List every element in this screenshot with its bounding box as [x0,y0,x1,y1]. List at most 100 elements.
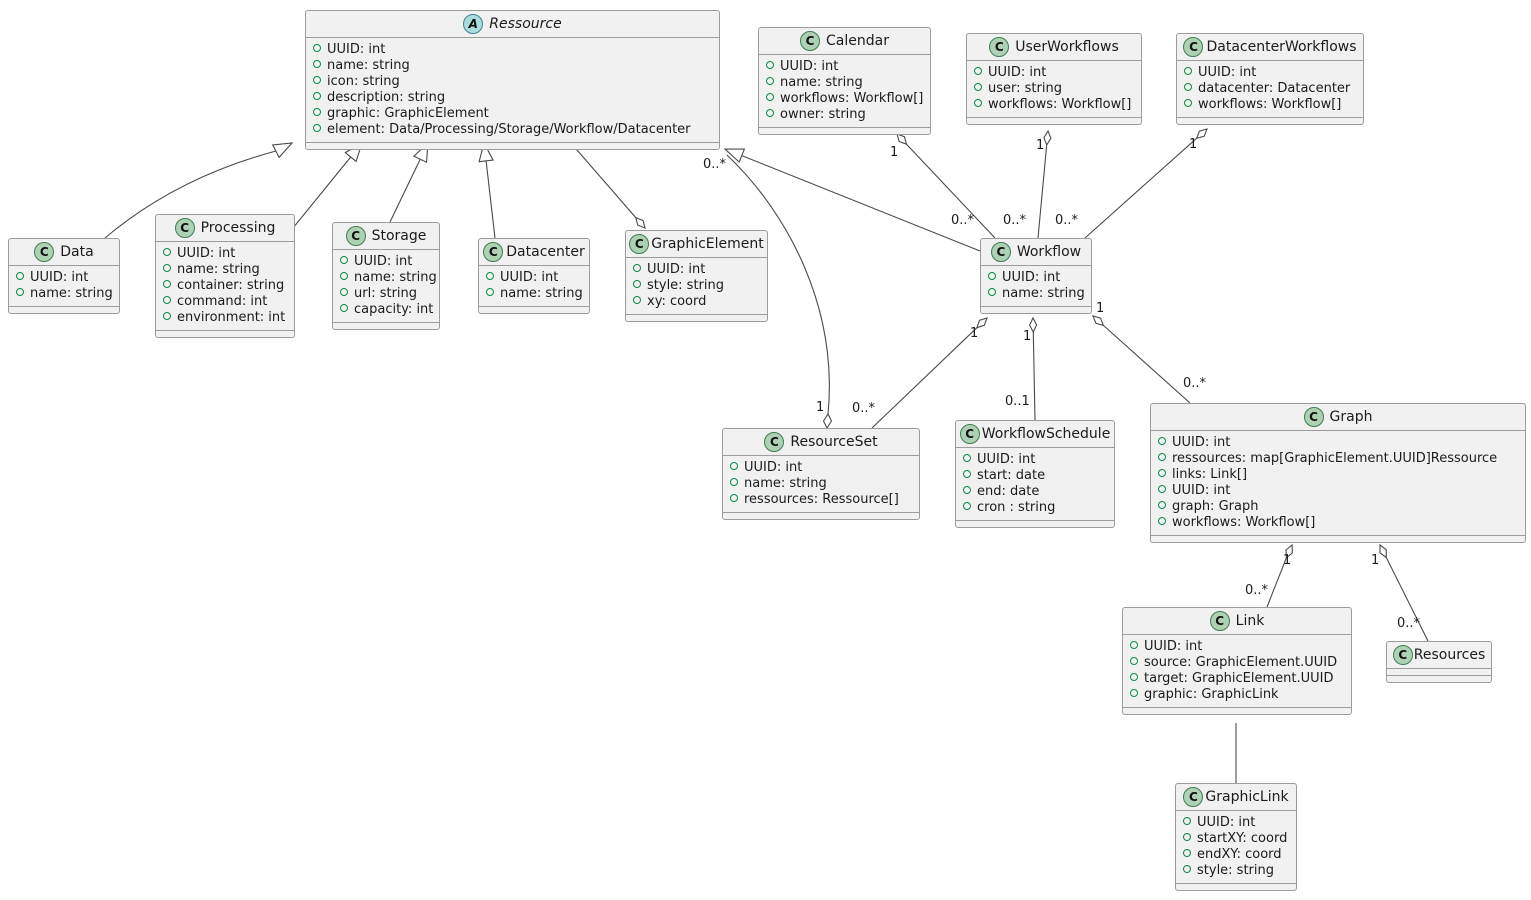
attributes-compartment: UUID: int datacenter: Datacenter workflo… [1177,61,1363,118]
attribute: environment: int [163,310,286,326]
multiplicity-label: 0..* [1055,213,1079,228]
class-resources: C Resources [1386,641,1492,683]
class-graphicelement: C GraphicElement UUID: int style: string… [625,230,768,322]
methods-compartment [956,521,1114,527]
methods-compartment [1123,708,1351,714]
class-icon: C [990,242,1011,262]
multiplicity-label: 0..1 [1005,394,1030,409]
attribute: UUID: int [1183,815,1288,831]
class-datacenterworkflows: C DatacenterWorkflows UUID: int datacent… [1176,33,1364,125]
edge-graph-resources-aggregation [1379,543,1429,642]
methods-compartment [306,143,719,149]
edge-userworkflows-workflow-aggregation [1037,129,1052,239]
attribute: target: GraphicElement.UUID [1130,671,1343,687]
multiplicity-label: 1 [890,145,899,160]
attribute: name: string [766,75,922,91]
attribute: workflows: Workflow[] [974,97,1133,113]
attribute: UUID: int [1158,483,1517,499]
class-storage: C Storage UUID: int name: string url: st… [332,222,440,330]
class-icon: C [800,31,821,51]
attribute: capacity: int [340,302,433,318]
class-icon: C [989,37,1010,57]
methods-compartment [1177,118,1363,124]
attribute: UUID: int [963,452,1106,468]
attribute: name: string [730,476,911,492]
attribute: start: date [963,468,1106,484]
attributes-compartment [1387,669,1491,676]
class-icon: C [174,218,195,238]
methods-compartment [1176,884,1296,890]
multiplicity-label: 1 [1283,553,1292,568]
multiplicity-label: 1 [1189,137,1198,152]
attributes-compartment: UUID: int name: string ressources: Resso… [723,456,919,513]
abstract-class-icon: A [463,14,484,34]
attribute: UUID: int [974,65,1133,81]
attribute: UUID: int [16,270,111,286]
attribute: ressources: Ressource[] [730,492,911,508]
attribute: startXY: coord [1183,831,1288,847]
attribute: UUID: int [1184,65,1355,81]
edge-calendar-workflow-aggregation [896,133,996,239]
methods-compartment [1387,676,1491,682]
class-userworkflows-title: C UserWorkflows [967,34,1141,61]
class-icon: C [483,242,504,262]
attribute: owner: string [766,107,922,123]
methods-compartment [9,307,119,313]
class-name: Data [60,244,94,260]
class-icon: C [1183,787,1204,807]
edge-graph-link-aggregation [1266,543,1293,608]
attribute: url: string [340,286,431,302]
multiplicity-label: 1 [816,400,825,415]
edge-data-extends-ressource [104,142,294,239]
attributes-compartment: UUID: int name: string url: string capac… [333,250,439,323]
class-icon: C [764,432,785,452]
attribute: description: string [313,90,711,106]
attribute: name: string [163,262,286,278]
class-name: Ressource [489,16,562,32]
class-name: DatacenterWorkflows [1206,39,1357,55]
class-name: Calendar [826,33,889,49]
multiplicity-label: 0..* [1003,213,1027,228]
class-resourceset-title: C ResourceSet [723,429,919,456]
edge-workflow-extends-ressource [723,148,981,252]
edge-ressource-graphicelement-aggregation [569,141,646,229]
attribute: element: Data/Processing/Storage/Workflo… [313,122,711,138]
methods-compartment [1151,536,1525,542]
attribute: container: string [163,278,286,294]
class-workflowschedule: C WorkflowSchedule UUID: int start: date… [955,420,1115,528]
methods-compartment [967,118,1141,124]
class-data: C Data UUID: int name: string [8,238,120,314]
attributes-compartment: UUID: int source: GraphicElement.UUID ta… [1123,635,1351,708]
edge-workflow-graph-aggregation [1092,315,1191,404]
attribute: name: string [313,58,711,74]
class-graph: C Graph UUID: int ressources: map[Graphi… [1150,403,1526,543]
attribute: UUID: int [313,42,711,58]
class-processing: C Processing UUID: int name: string cont… [155,214,295,338]
class-ressource-title: A Ressource [306,11,719,38]
class-workflow-title: C Workflow [981,239,1091,266]
class-name: GraphicLink [1205,789,1289,805]
attribute: cron : string [963,500,1106,516]
attribute: workflows: Workflow[] [766,91,923,107]
attributes-compartment: UUID: int user: string workflows: Workfl… [967,61,1141,118]
methods-compartment [479,307,589,313]
multiplicity-label: 1 [1036,138,1045,153]
class-name: ResourceSet [790,434,878,450]
multiplicity-label: 1 [1023,329,1032,344]
attribute: UUID: int [1130,639,1343,655]
class-graph-title: C Graph [1151,404,1525,431]
edge-storage-extends-ressource [389,141,429,223]
attributes-compartment: UUID: int startXY: coord endXY: coord st… [1176,811,1296,884]
attribute: graphic: GraphicElement [313,106,711,122]
multiplicity-label: 0..* [1397,616,1421,631]
multiplicity-label: 1 [1096,301,1105,316]
attribute: workflows: Workflow[] [1184,97,1355,113]
edge-workflow-workflowschedule-aggregation [1028,316,1038,421]
methods-compartment [156,331,294,337]
attribute: UUID: int [163,246,286,262]
class-userworkflows: C UserWorkflows UUID: int user: string w… [966,33,1142,125]
class-icon: C [34,242,55,262]
class-link: C Link UUID: int source: GraphicElement.… [1122,607,1352,715]
attribute: style: string [633,278,759,294]
class-name: Datacenter [506,244,585,260]
